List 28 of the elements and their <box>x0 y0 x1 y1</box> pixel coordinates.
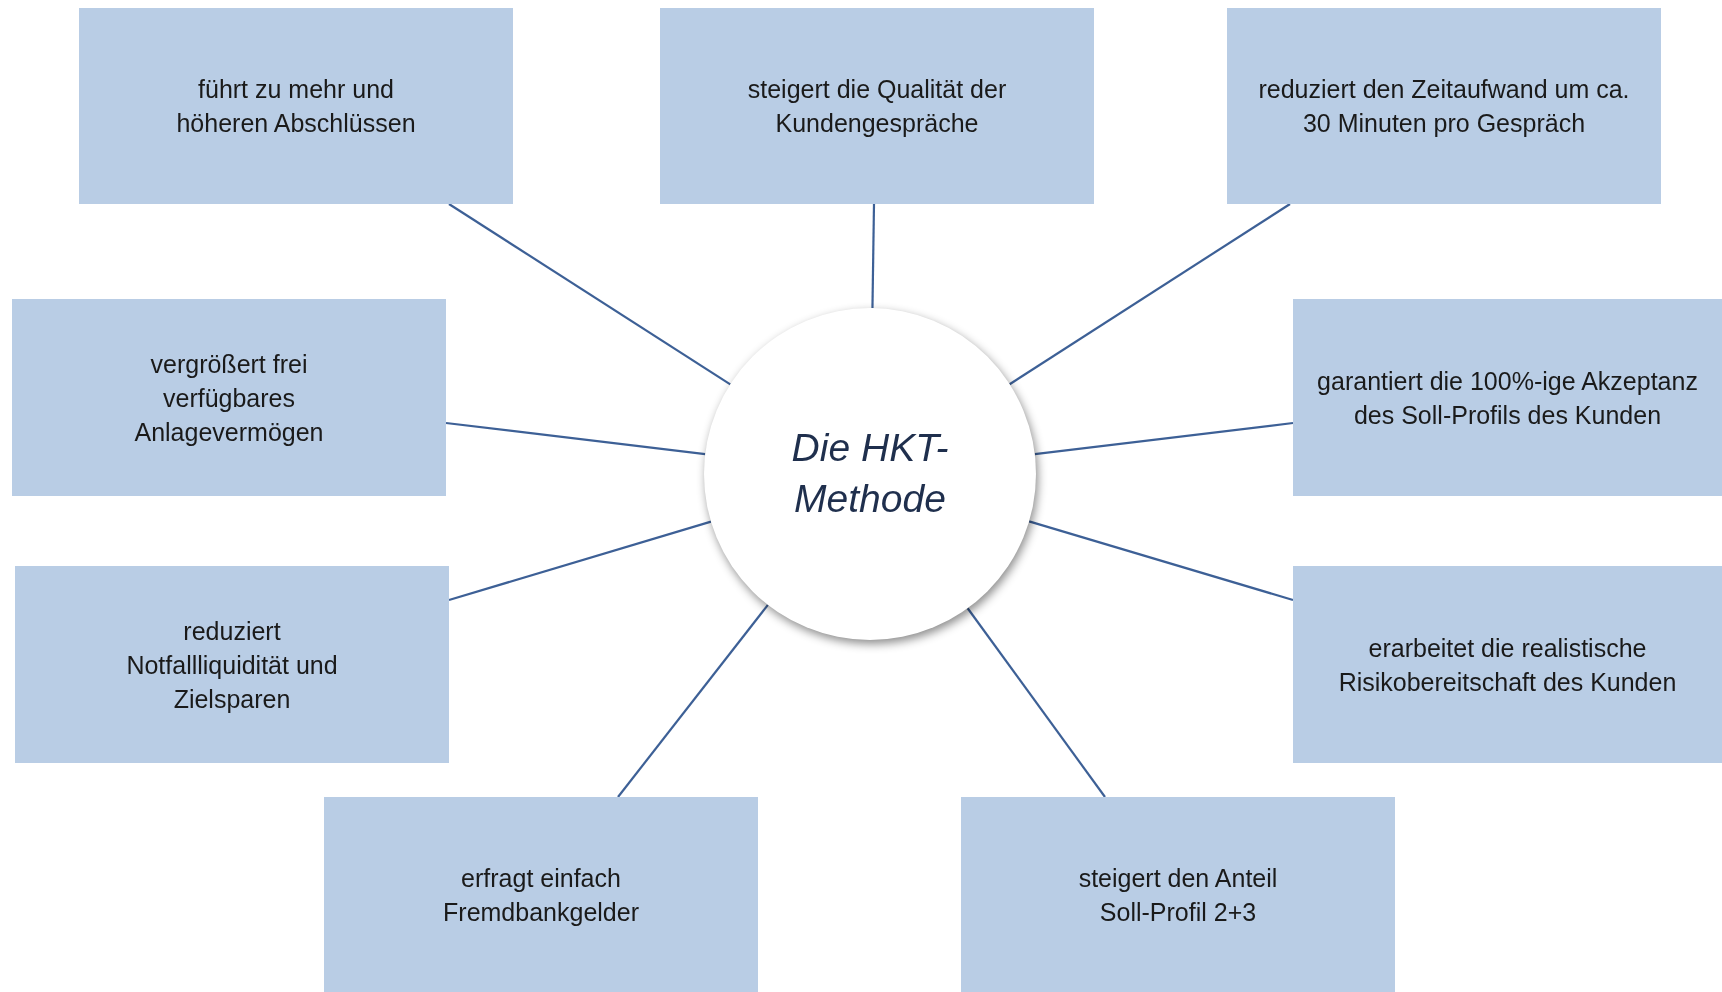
box-text: vergrößert frei verfügbares Anlagevermögen <box>133 348 325 448</box>
box-text: steigert die Qualität der Kundengespräche <box>746 74 1008 139</box>
connector-line <box>966 607 1106 798</box>
connector-line <box>617 604 769 798</box>
text-box <box>324 797 758 992</box>
connector-line <box>1028 520 1294 602</box>
connector-line <box>1009 203 1291 386</box>
text-box <box>79 8 513 204</box>
text-box <box>1227 8 1661 204</box>
text-box <box>961 797 1395 992</box>
connector-line <box>1034 421 1294 456</box>
text-box <box>660 8 1094 204</box>
text-box <box>12 299 446 496</box>
text-box <box>15 566 449 763</box>
connector-line <box>448 520 712 602</box>
center-title: Die HKT-Methode <box>790 425 950 522</box>
connector-line <box>871 204 876 309</box>
text-box <box>1293 299 1722 496</box>
box-text: erfragt einfach Fremdbankgelder <box>442 862 640 928</box>
box-text: steigert den Anteil Soll-Profil 2+3 <box>1078 862 1278 928</box>
box-text: erarbeitet die realistische Risikobereitschaft des Kunden <box>1337 632 1678 698</box>
box-text: garantiert die 100%-ige Akzeptanz des Soll-Profils des Kunden <box>1316 365 1699 431</box>
box-text: reduziert Notfallliquidität und Zielsparen <box>125 615 339 715</box>
connector-line <box>448 203 731 386</box>
text-box <box>1293 566 1722 763</box>
box-text: führt zu mehr und höheren Abschlüssen <box>175 74 417 139</box>
connector-line <box>445 421 706 456</box>
box-text: reduziert den Zeitaufwand um ca. 30 Minuten pro Gespräch <box>1257 74 1631 139</box>
